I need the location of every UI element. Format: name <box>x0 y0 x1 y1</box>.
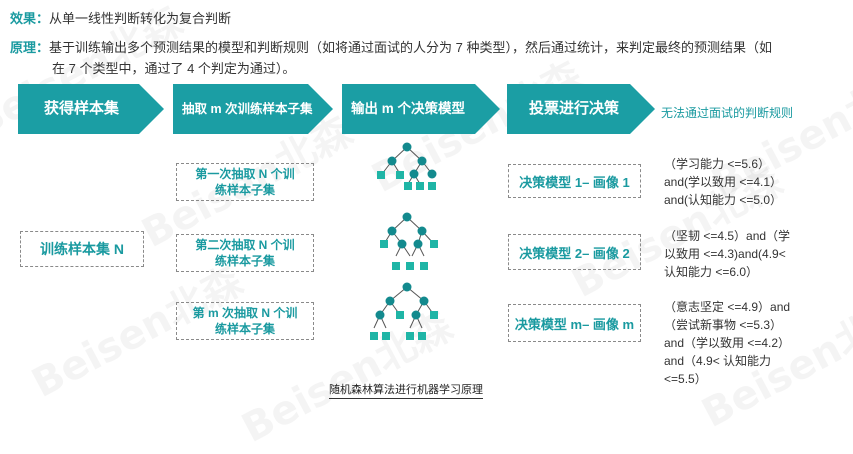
principle-line1: 基于训练输出多个预测结果的模型和判断规则（如将通过面试的人分为 7 种类型），然… <box>49 40 772 55</box>
step-label-4: 投票进行决策 <box>529 100 620 117</box>
step-label-3: 输出 m 个决策模型 <box>351 101 466 116</box>
conditions-m: （意志坚定 <=4.9）and （尝试新事物 <=5.3） and（学以致用 <… <box>664 298 790 388</box>
model-label-m: 决策模型 m– 画像 m <box>514 316 635 332</box>
sample-set-label: 训练样本集 N <box>40 241 124 257</box>
decision-tree-icon <box>380 212 438 270</box>
subset-box-2: 第二次抽取 N 个训 练样本子集 <box>176 234 314 272</box>
condition-line: <=5.5） <box>664 372 707 386</box>
arrow-shape <box>173 84 333 134</box>
subset-line1: 第 m 次抽取 N 个训 <box>192 306 298 320</box>
arrow-shape <box>342 84 500 134</box>
subset-line2: 练样本子集 <box>214 183 275 197</box>
model-label-2: 决策模型 2– 画像 2 <box>519 245 630 261</box>
model-box-2: 决策模型 2– 画像 2 <box>508 234 641 270</box>
decision-tree-icon <box>370 282 438 340</box>
condition-line: and(学以致用 <=4.1） <box>664 175 783 189</box>
subset-line1: 第二次抽取 N 个训 <box>195 238 295 252</box>
condition-line: （尝试新事物 <=5.3） <box>664 318 783 332</box>
subset-line1: 第一次抽取 N 个训 <box>195 167 295 181</box>
condition-line: （学习能力 <=5.6） <box>664 157 771 171</box>
step-arrow-2: 抽取 m 次训练样本子集 <box>173 84 333 134</box>
principle-label: 原理： <box>10 40 50 55</box>
principle-block: 原理：基于训练输出多个预测结果的模型和判断规则（如将通过面试的人分为 7 种类型… <box>10 37 772 58</box>
arrow-shape <box>507 84 655 134</box>
sample-set-box: 训练样本集 N <box>20 231 144 267</box>
model-box-1: 决策模型 1– 画像 1 <box>508 164 641 198</box>
model-label-1: 决策模型 1– 画像 1 <box>519 174 630 190</box>
side-note: 无法通过面试的判断规则 <box>661 106 794 120</box>
decision-tree-icon <box>377 142 437 190</box>
condition-line: and（4.9< 认知能力 <box>664 354 772 368</box>
condition-line: and(认知能力 <=5.0） <box>664 193 783 207</box>
effect-line: 效果：从单一线性判断转化为复合判断 <box>10 8 231 29</box>
step-label-1: 获得样本集 <box>44 100 120 117</box>
arrow-shape <box>18 84 164 134</box>
effect-text: 从单一线性判断转化为复合判断 <box>49 11 232 26</box>
principle-line2: 在 7 个类型中，通过了 4 个判定为通过）。 <box>52 61 296 76</box>
condition-line: 以致用 <=4.3)and(4.9< <box>664 247 786 261</box>
subset-box-1: 第一次抽取 N 个训 练样本子集 <box>176 163 314 201</box>
step-arrow-3: 输出 m 个决策模型 <box>342 84 500 134</box>
effect-label: 效果： <box>10 11 50 26</box>
step-label-2: 抽取 m 次训练样本子集 <box>182 102 313 116</box>
condition-line: 认知能力 <=6.0） <box>664 265 759 279</box>
step-arrow-4: 投票进行决策 <box>507 84 655 134</box>
conditions-1: （学习能力 <=5.6） and(学以致用 <=4.1） and(认知能力 <=… <box>664 155 782 209</box>
condition-line: （意志坚定 <=4.9）and <box>664 300 791 314</box>
model-box-m: 决策模型 m– 画像 m <box>508 304 641 342</box>
conditions-2: （坚韧 <=4.5）and（学 以致用 <=4.3)and(4.9< 认知能力 … <box>664 227 790 281</box>
condition-line: （坚韧 <=4.5）and（学 <box>664 229 791 243</box>
figure-caption: 随机森林算法进行机器学习原理 <box>329 381 483 399</box>
subset-line2: 练样本子集 <box>214 322 275 336</box>
step-arrow-1: 获得样本集 <box>18 84 164 134</box>
subset-box-3: 第 m 次抽取 N 个训 练样本子集 <box>176 302 314 340</box>
condition-line: and（学以致用 <=4.2） <box>664 336 791 350</box>
subset-line2: 练样本子集 <box>214 254 275 268</box>
